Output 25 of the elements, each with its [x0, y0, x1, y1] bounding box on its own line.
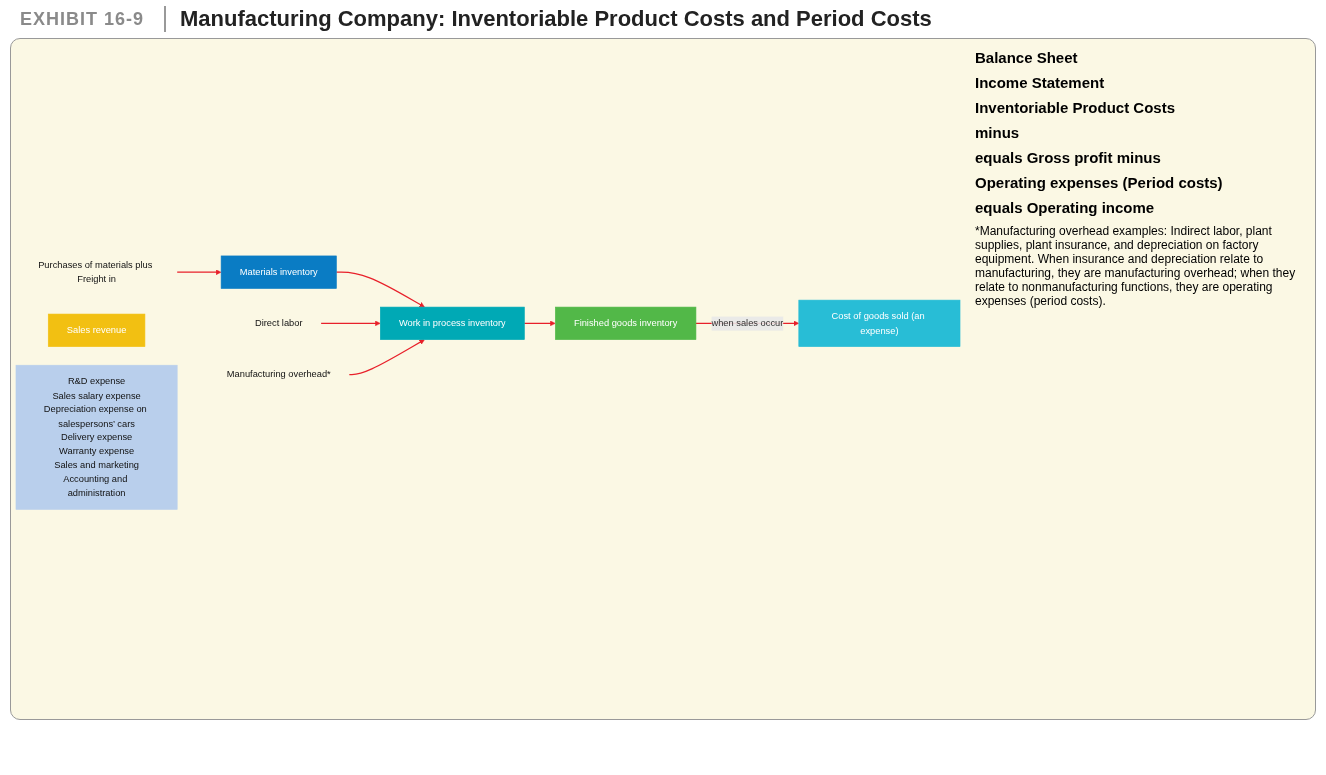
note-label: minus — [975, 124, 1021, 141]
arrow — [335, 271, 425, 308]
note-label: Balance Sheet — [975, 49, 1079, 66]
node-box: Cost of goods sold (an expense) — [798, 299, 961, 347]
title: Manufacturing Company: Inventoriable Product Costs and Period Costs — [164, 6, 932, 32]
node-box: R&D expense Sales salary expense Depreciation expense on salespersons’ cars Delivery expense Warranty expense Sales and marketing Accounting and administration — [15, 364, 178, 510]
note-label: Income Statement — [975, 74, 1106, 91]
node-text: Direct labor — [254, 317, 303, 328]
node-text: Purchases of materials plus Freight in — [38, 259, 153, 284]
node-box: Finished goods inventory — [555, 306, 697, 340]
note-label: equals Gross profit minus — [975, 149, 1162, 166]
arrow — [176, 269, 222, 275]
node-text: Manufacturing overhead* — [226, 368, 331, 380]
footnote: *Manufacturing overhead examples: Indirect labor, plant supplies, plant insurance, and depreciation on factory equipment. When insurance and depreciation relate to manufacturing, they are manufacturing overhead; when they relate to nonmanufacturing functions, they are operating expenses (period costs). — [975, 224, 1297, 308]
exhibit-number: EXHIBIT 16-9 — [20, 8, 145, 30]
note-label: Operating expenses (Period costs) — [975, 174, 1224, 191]
edge-label: when sales occur — [711, 317, 784, 328]
node-box: Sales revenue — [47, 313, 146, 347]
arrow — [320, 320, 381, 326]
arrow — [523, 320, 556, 326]
note-label: equals Operating income — [975, 199, 1156, 216]
node-box: Work in process inventory — [380, 306, 525, 340]
node-box: Materials inventory — [220, 255, 337, 289]
arrow — [348, 339, 425, 375]
note-label: Inventoriable Product Costs — [975, 99, 1177, 116]
